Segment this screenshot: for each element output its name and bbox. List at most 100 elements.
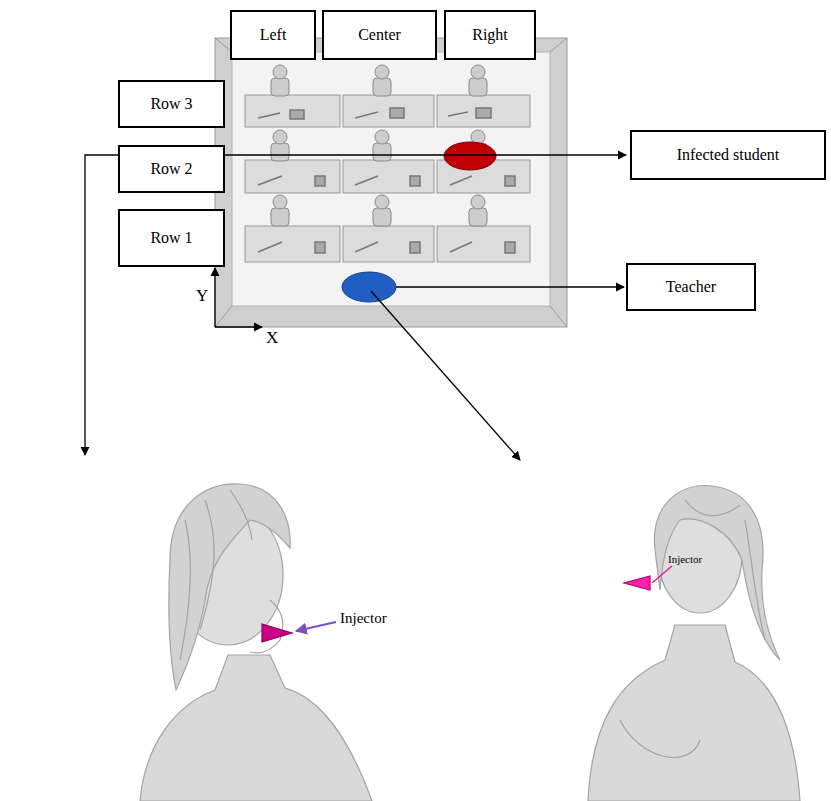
axes bbox=[215, 268, 262, 327]
student-figure bbox=[271, 130, 289, 161]
box-label: Row 1 bbox=[150, 229, 192, 247]
label-box: Row 2 bbox=[118, 145, 225, 193]
student-figure bbox=[271, 195, 289, 226]
classroom bbox=[550, 306, 567, 327]
student-figure bbox=[373, 65, 391, 96]
part-label: Injector bbox=[340, 610, 387, 627]
desk-items bbox=[315, 176, 325, 186]
desk-items bbox=[505, 242, 515, 253]
student-figure bbox=[262, 624, 292, 642]
student-figure bbox=[375, 130, 389, 144]
student-figure bbox=[271, 208, 289, 226]
desk-items bbox=[390, 108, 404, 118]
desks bbox=[245, 95, 530, 262]
desk-items bbox=[355, 242, 378, 252]
desk-items bbox=[450, 242, 472, 252]
student-figure bbox=[271, 78, 289, 96]
leader-lines bbox=[396, 286, 624, 287]
desk-items bbox=[258, 113, 280, 118]
desk-items bbox=[315, 242, 325, 253]
student-figure bbox=[375, 65, 389, 79]
teacher-figure bbox=[654, 486, 780, 660]
label-box: Center bbox=[322, 10, 437, 60]
desk-items bbox=[410, 176, 420, 186]
desks bbox=[245, 226, 340, 262]
desk-items bbox=[450, 176, 472, 185]
student-figure bbox=[375, 195, 389, 209]
desks bbox=[343, 95, 434, 127]
teacher-figure bbox=[624, 576, 650, 590]
student-figure bbox=[373, 78, 391, 96]
axis-label: X bbox=[266, 328, 278, 348]
label-box: Row 1 bbox=[118, 209, 225, 267]
student-figure bbox=[469, 78, 487, 96]
teacher-marker bbox=[342, 272, 396, 302]
desk-items bbox=[258, 242, 282, 252]
student-figure bbox=[469, 195, 487, 226]
student-figure bbox=[273, 195, 287, 209]
desks bbox=[343, 226, 434, 262]
axes bbox=[215, 326, 262, 327]
infected-marker bbox=[444, 142, 496, 170]
desk-items bbox=[355, 112, 378, 118]
desks bbox=[343, 160, 434, 193]
classroom bbox=[550, 38, 567, 52]
label-box: Teacher bbox=[626, 263, 756, 311]
student-figure bbox=[469, 65, 487, 96]
student-figure bbox=[469, 208, 487, 226]
axes bbox=[214, 268, 215, 327]
label-box: Right bbox=[444, 10, 536, 60]
leader-lines bbox=[371, 291, 520, 460]
axis-label: Y bbox=[196, 286, 208, 306]
desks bbox=[245, 160, 340, 193]
student-figure bbox=[471, 65, 485, 79]
classroom bbox=[215, 306, 232, 327]
student-figure bbox=[296, 622, 336, 631]
box-label: Left bbox=[260, 26, 287, 44]
student-figure bbox=[180, 490, 252, 660]
desk-items bbox=[355, 176, 378, 185]
classroom bbox=[215, 38, 567, 327]
label-box: Left bbox=[230, 10, 316, 60]
teacher-figure bbox=[588, 625, 800, 801]
classroom bbox=[232, 52, 550, 306]
desks bbox=[437, 226, 530, 262]
student-figure bbox=[373, 143, 391, 161]
teacher-figure bbox=[685, 500, 765, 640]
student-figure bbox=[273, 65, 287, 79]
desk-items bbox=[505, 176, 515, 186]
student-figure bbox=[169, 484, 290, 690]
student-figure bbox=[271, 65, 289, 96]
leader-lines bbox=[85, 155, 626, 460]
box-label: Center bbox=[358, 26, 401, 44]
teacher-figure bbox=[588, 486, 800, 801]
label-box: Row 3 bbox=[118, 80, 225, 128]
teacher-figure bbox=[620, 720, 700, 757]
box-label: Right bbox=[472, 26, 508, 44]
desks bbox=[437, 95, 530, 127]
student-figure bbox=[271, 143, 289, 161]
part-label: Injector bbox=[668, 553, 702, 565]
student-figure bbox=[373, 130, 391, 161]
student-figure bbox=[273, 130, 287, 144]
box-label: Teacher bbox=[666, 278, 716, 296]
desk-items bbox=[290, 110, 304, 119]
desk-items bbox=[410, 242, 420, 253]
label-box: Infected student bbox=[630, 130, 826, 180]
student-figure bbox=[471, 195, 485, 209]
desks bbox=[245, 95, 340, 127]
student-figure bbox=[373, 208, 391, 226]
classroom bbox=[215, 38, 567, 327]
student-figure bbox=[373, 195, 391, 226]
desk-items bbox=[258, 176, 282, 185]
teacher-figure bbox=[652, 566, 672, 583]
desk-items bbox=[476, 108, 491, 118]
student-figure bbox=[140, 484, 372, 801]
box-label: Infected student bbox=[677, 146, 780, 164]
box-label: Row 2 bbox=[150, 160, 192, 178]
desk-items bbox=[258, 108, 515, 253]
box-label: Row 3 bbox=[150, 95, 192, 113]
desk-items bbox=[448, 112, 468, 116]
leader-lines bbox=[85, 155, 626, 455]
